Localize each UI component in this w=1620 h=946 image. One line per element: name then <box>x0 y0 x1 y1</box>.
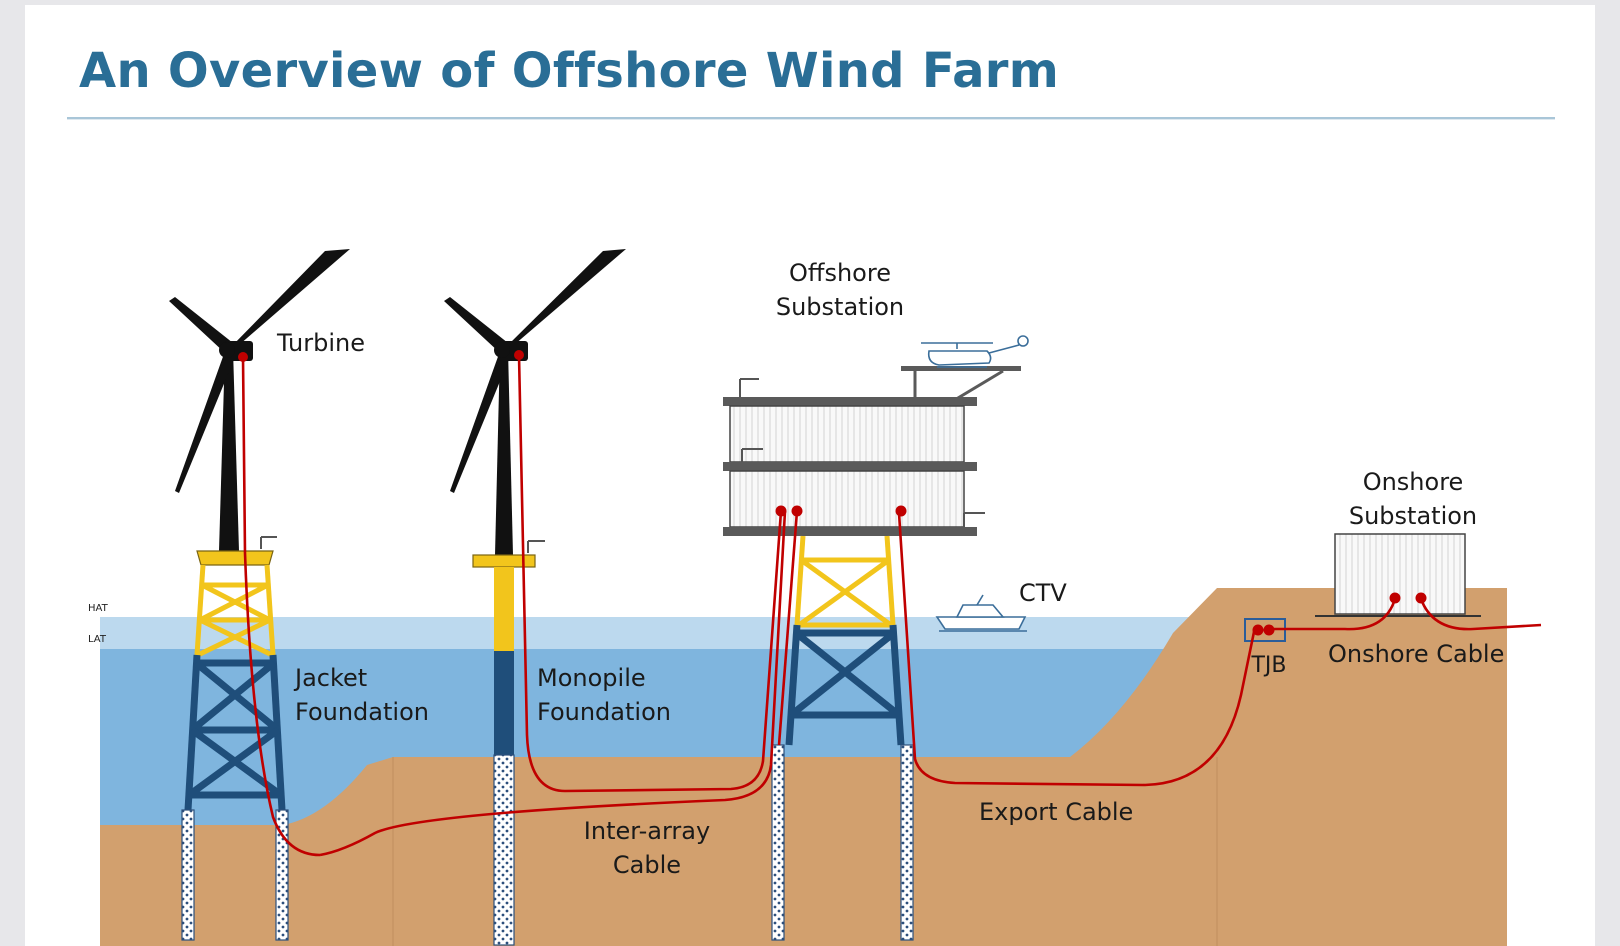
cable-dot-turbine-2 <box>514 350 524 360</box>
substation-crane-posts <box>739 378 985 527</box>
jacket-foundation-label-line1: Jacket <box>293 664 367 692</box>
turbine-1-tower <box>219 349 239 551</box>
substation-deck-bottom <box>723 527 977 536</box>
monopile-foundation-label-line2: Foundation <box>537 698 671 726</box>
jacket-upper-bracing <box>194 564 276 658</box>
turbine-2-internal-cable <box>517 354 783 793</box>
interarray-cable-1 <box>319 510 787 857</box>
turbine-1-hub <box>219 342 235 358</box>
substation-module-lower <box>729 470 965 528</box>
substation-pile-right <box>900 744 914 941</box>
ctv-label: CTV <box>1019 579 1067 607</box>
cable-dot-tjb-1 <box>1252 624 1264 636</box>
water-upper-band <box>100 617 1220 649</box>
turbine-1-blade-lower <box>175 351 235 493</box>
substation-module-upper <box>729 405 965 463</box>
turbine-2-blade-left <box>444 297 508 353</box>
offshore-wind-farm-diagram: HAT LAT Turbine Jacket Foundation Monopi… <box>88 249 1542 946</box>
title-divider <box>67 117 1555 120</box>
cable-terminations <box>238 350 1427 636</box>
onshore-substation <box>1315 533 1481 617</box>
substation-jacket-lower <box>785 624 905 746</box>
slide: An Overview of Offshore Wind Farm <box>25 5 1595 946</box>
onshore-substation-label-line1: Onshore <box>1363 468 1464 496</box>
substation-deck-top <box>723 397 977 406</box>
substation-jacket-upper <box>794 535 896 628</box>
monopile-foundation <box>472 540 545 946</box>
cable-dot-substation-2 <box>791 505 803 517</box>
cables <box>241 354 1542 857</box>
turbine-1-internal-cable <box>241 356 321 857</box>
monopile-transition-piece <box>494 567 514 651</box>
helideck <box>901 366 1021 371</box>
turbine-1-blade-upper <box>229 249 350 349</box>
helicopter-icon <box>921 335 1029 368</box>
offshore-substation-label-line1: Offshore <box>789 259 891 287</box>
offshore-substation <box>723 335 1029 941</box>
monopile-pile <box>493 754 515 946</box>
turbine-1-blade-left <box>169 297 233 353</box>
onshore-substation-label-line2: Substation <box>1349 502 1477 530</box>
page-title: An Overview of Offshore Wind Farm <box>79 43 1060 99</box>
cable-dot-onshore-2 <box>1415 592 1427 604</box>
turbine-2-hub <box>494 342 510 358</box>
export-cable-label: Export Cable <box>979 798 1133 826</box>
jacket-pile-left <box>181 809 195 941</box>
hat-label: HAT <box>88 603 109 614</box>
onshore-cable <box>1273 598 1542 631</box>
onshore-cable-label: Onshore Cable <box>1328 640 1504 668</box>
offshore-substation-label-line2: Substation <box>776 293 904 321</box>
helideck-strut <box>952 369 1004 403</box>
cable-dot-tjb-2 <box>1263 624 1275 636</box>
lat-label: LAT <box>88 634 107 645</box>
substation-deck-middle <box>723 462 977 471</box>
cable-dot-substation-1 <box>775 505 787 517</box>
jacket-platform <box>196 550 274 566</box>
tjb-label: TJB <box>1250 653 1286 678</box>
seabed-and-shore <box>100 588 1507 946</box>
interarray-cable-label-line2: Cable <box>613 851 681 879</box>
jacket-foundation-label-line2: Foundation <box>295 698 429 726</box>
jacket-pile-right <box>275 809 289 941</box>
export-cable <box>897 512 1257 787</box>
cable-dot-substation-3 <box>895 505 907 517</box>
cable-dot-onshore-1 <box>1389 592 1401 604</box>
monopile-submerged <box>494 651 514 755</box>
interarray-cable-2 <box>777 510 799 746</box>
turbine-2-tower <box>495 349 513 555</box>
turbine-2-blade-lower <box>450 351 510 493</box>
cable-dot-turbine-1 <box>238 352 248 362</box>
turbine-2-blade-upper <box>504 249 626 349</box>
monopile-platform <box>472 554 536 568</box>
ctv-boat-icon <box>935 594 1027 632</box>
turbine-1 <box>169 249 350 551</box>
turbine-label: Turbine <box>276 329 365 357</box>
monopile-foundation-label-line1: Monopile <box>537 664 646 692</box>
turbine-2 <box>444 249 626 555</box>
interarray-cable-label-line1: Inter-array <box>584 817 710 845</box>
substation-pile-left <box>771 744 785 941</box>
onshore-building <box>1334 533 1466 615</box>
